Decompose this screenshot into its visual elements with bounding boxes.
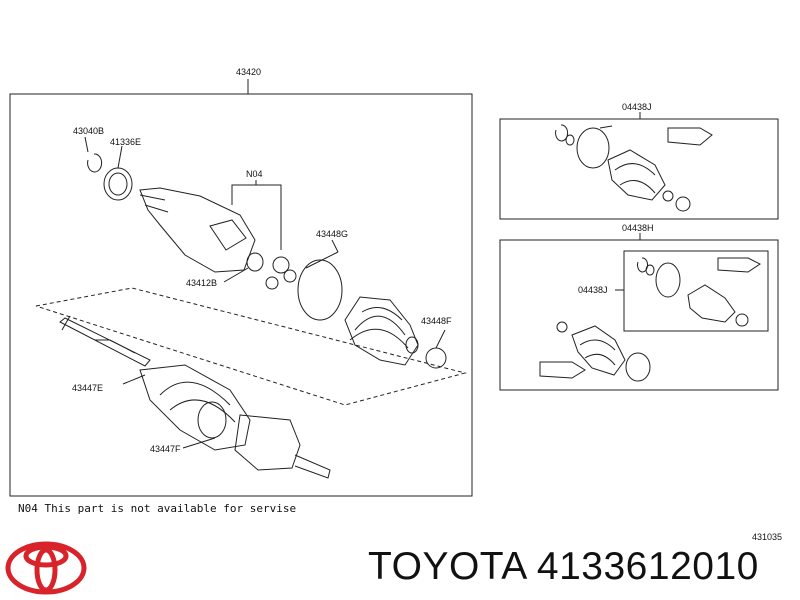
kit-j-clamp <box>576 127 610 169</box>
label-43040b: 43040B <box>73 126 105 136</box>
kit-h-boot <box>571 325 626 376</box>
kit-j-grease <box>667 127 713 146</box>
label-04438h: 04438H <box>622 223 654 233</box>
label-43447e: 43447E <box>72 383 104 393</box>
kit-h-grease <box>717 257 761 273</box>
outer-joint <box>139 187 256 273</box>
boot-clamp-g <box>297 259 343 321</box>
main-parts-frame <box>9 93 473 497</box>
figure-code: 431035 <box>752 532 783 542</box>
boot-clamp-f <box>425 347 447 369</box>
snap-ring <box>87 153 103 173</box>
kit-j-boot <box>607 149 666 201</box>
kit-h-frame <box>499 239 779 391</box>
label-43448f: 43448F <box>421 316 452 326</box>
toyota-logo-icon <box>5 541 87 595</box>
brand-part-number: TOYOTA 4133612010 <box>368 545 759 588</box>
kit-j-frame <box>499 118 779 220</box>
shaft-dashed-outline <box>35 287 467 406</box>
drive-shaft <box>59 317 151 367</box>
outer-boot <box>139 364 251 451</box>
label-04438j: 04438J <box>622 102 652 112</box>
label-43420: 43420 <box>236 67 262 77</box>
label-n04: N04 <box>246 169 263 179</box>
clamp-43412b <box>246 252 264 272</box>
tripod-joint <box>272 256 290 274</box>
label-43447f: 43447F <box>150 444 181 454</box>
kit-j-snap-ring <box>555 124 569 142</box>
label-43448g: 43448G <box>316 229 349 239</box>
kit-h-inner-frame <box>623 250 769 332</box>
outer-cv-joint <box>234 414 301 471</box>
label-41336e: 41336E <box>110 137 142 147</box>
availability-note: N04 This part is not available for servi… <box>18 502 297 515</box>
inner-boot <box>344 296 419 366</box>
label-04438j-inner: 04438J <box>578 285 608 295</box>
label-43412b: 43412B <box>186 278 218 288</box>
